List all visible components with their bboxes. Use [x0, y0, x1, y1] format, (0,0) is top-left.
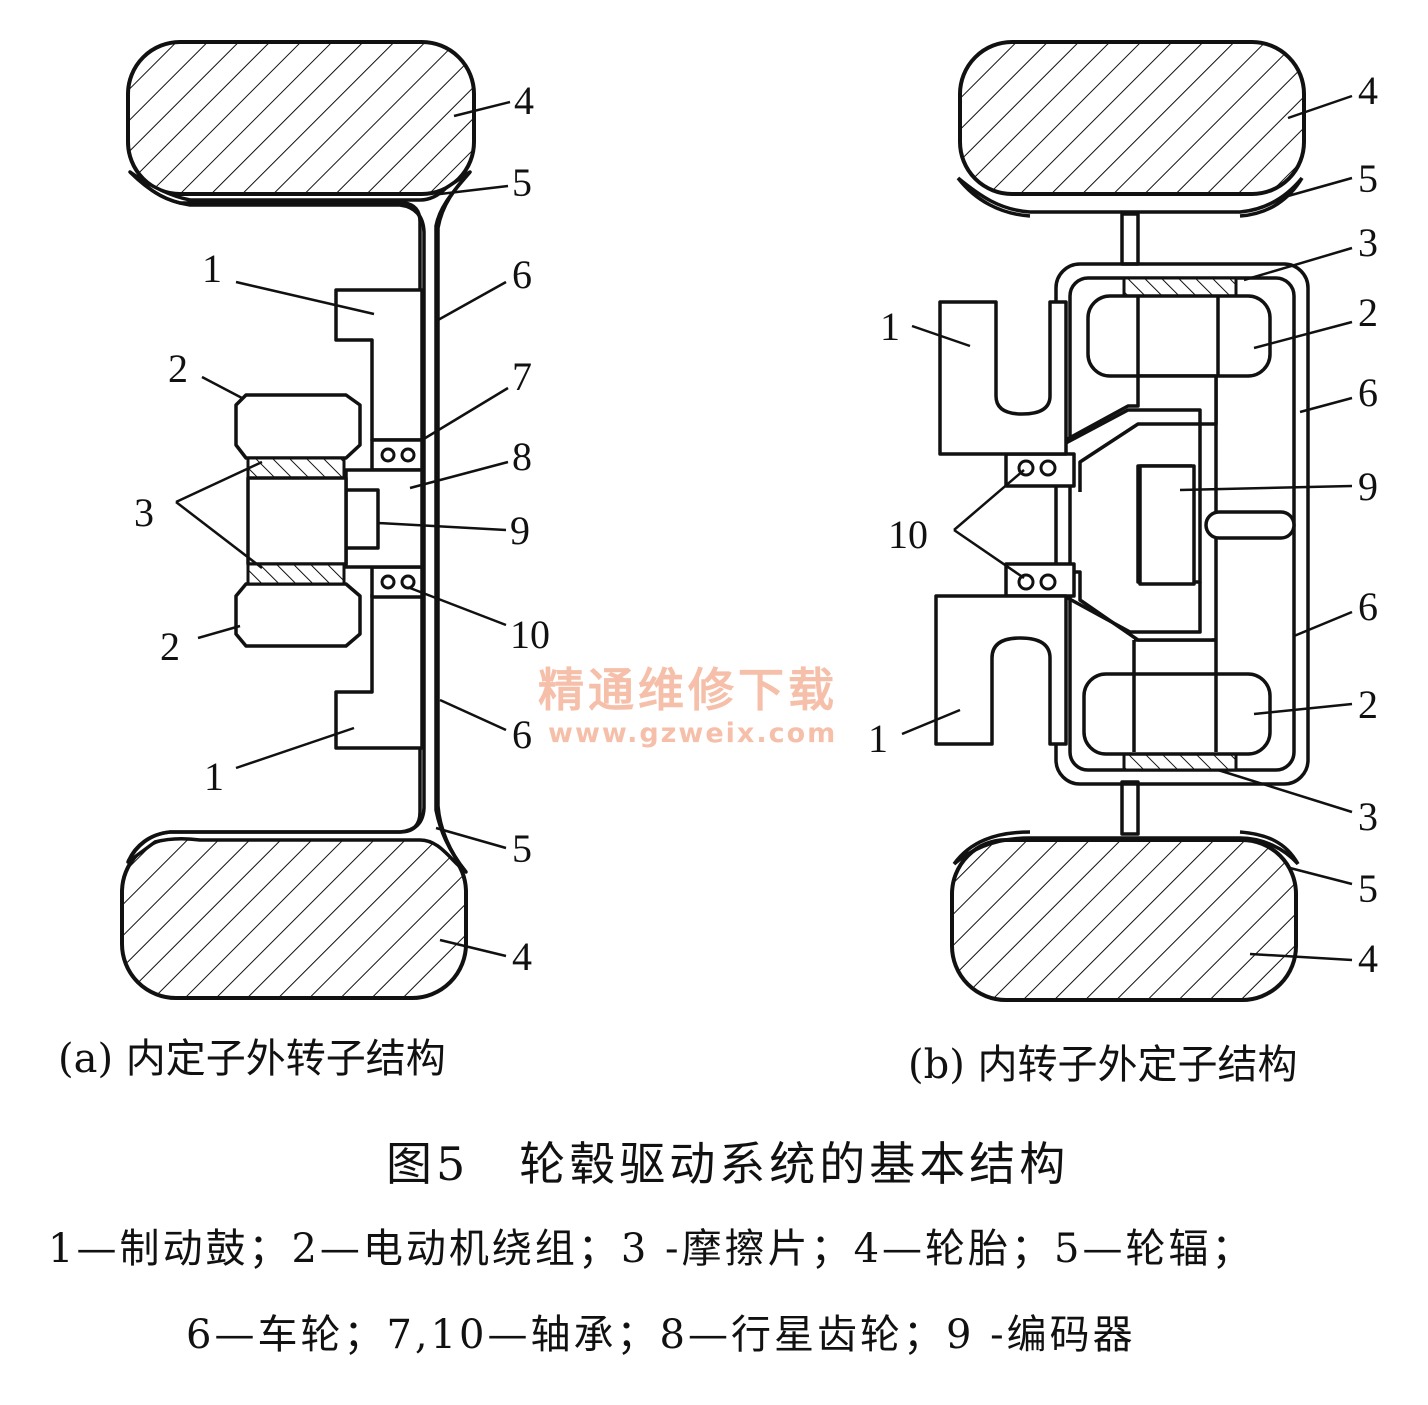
rim-b-bottom	[952, 830, 1300, 866]
callout-a-10: 10	[510, 612, 550, 657]
bearing-7-ball-2	[400, 447, 416, 463]
callout-a-3: 3	[134, 490, 154, 535]
rotor-body-b	[1062, 408, 1202, 584]
brake-drum-b-bottom	[934, 594, 1068, 746]
rim-b-top	[956, 176, 1304, 218]
callout-b-5-top: 5	[1358, 156, 1378, 201]
callout-a-2-top: 2	[168, 346, 188, 391]
brake-drum-b-top	[938, 300, 1068, 456]
callout-a-1-top: 1	[202, 246, 222, 291]
caption-a: (a) 内定子外转子结构	[58, 1036, 446, 1082]
bearing-7-ball-1	[380, 447, 396, 463]
callout-b-6-top: 6	[1358, 370, 1378, 415]
friction-plate-a-bottom	[246, 562, 346, 586]
bearing-10-ball-2	[400, 574, 416, 590]
callout-b-9: 9	[1358, 464, 1378, 509]
caption-b: (b) 内转子外定子结构	[908, 1042, 1298, 1088]
spoke-b-top	[1120, 212, 1140, 266]
callout-b-1-bottom: 1	[868, 716, 888, 761]
callout-b-5-bottom: 5	[1358, 866, 1378, 911]
callout-a-1-bottom: 1	[204, 754, 224, 799]
rim-a-outer	[436, 170, 472, 874]
legend-line-1: 1—制动鼓；2—电动机绕组；3 -摩擦片；4—轮胎；5—轮辐；	[48, 1226, 1254, 1272]
encoder-9	[344, 488, 380, 550]
tire-b-bottom	[950, 838, 1298, 1002]
figure-title: 图5 轮毂驱动系统的基本结构	[386, 1137, 1069, 1191]
callout-a-9: 9	[510, 508, 530, 553]
bearing-10-ball-1	[380, 574, 396, 590]
watermark-url: www.gzweix.com	[548, 718, 837, 749]
callout-b-4-bottom: 4	[1358, 936, 1378, 981]
encoder-b-link	[1204, 510, 1296, 540]
callout-a-2-bottom: 2	[160, 624, 180, 669]
motor-winding-b-top	[1086, 294, 1272, 378]
callout-a-6-bottom: 6	[512, 712, 532, 757]
motor-winding-a-bottom	[234, 582, 362, 648]
callout-b-2-top: 2	[1358, 290, 1378, 335]
callout-a-8: 8	[512, 434, 532, 479]
callout-b-6-bottom: 6	[1358, 584, 1378, 629]
stator-hub-a	[246, 476, 348, 566]
callout-b-3-top: 3	[1358, 220, 1378, 265]
motor-winding-b-bottom	[1082, 672, 1272, 756]
callout-a-5-top: 5	[512, 160, 532, 205]
spoke-b-bottom	[1120, 780, 1140, 836]
callout-a-7: 7	[512, 354, 532, 399]
legend-line-2: 6—车轮；7,10—轴承；8—行星齿轮；9 -编码器	[186, 1312, 1136, 1358]
wheel-housing-b-outer	[1054, 262, 1310, 786]
friction-plate-a-top	[246, 456, 346, 480]
tire-a-bottom	[120, 836, 468, 1000]
callout-b-1-top: 1	[880, 304, 900, 349]
tire-a-top	[126, 40, 476, 196]
encoder-b-9	[1138, 464, 1196, 586]
callout-b-3-bottom: 3	[1358, 794, 1378, 839]
diagram-b: 4 5 3 2 1 6 9 10 6 2 1 3 5 4 (b) 内转子外定子结…	[868, 40, 1378, 1088]
callout-b-2-bottom: 2	[1358, 682, 1378, 727]
bearing-10	[370, 565, 424, 599]
callout-b-4-top: 4	[1358, 68, 1378, 113]
watermark-title: 精通维修下载	[538, 663, 838, 717]
callout-b-10: 10	[888, 512, 928, 557]
leaders-a	[175, 100, 511, 958]
friction-plate-b-top	[1122, 276, 1238, 298]
tire-b-top	[958, 40, 1306, 196]
callout-a-4-bottom: 4	[512, 934, 532, 979]
diagram-a: 4 5 1 6 2 7 8 3 9 10 2 6 1 5 4 (a) 内定子外转…	[58, 40, 550, 1082]
callout-a-5-bottom: 5	[512, 826, 532, 871]
motor-winding-a-top	[234, 393, 362, 460]
callout-a-6-top: 6	[512, 252, 532, 297]
leaders-b	[901, 94, 1353, 962]
callout-a-4-top: 4	[514, 78, 534, 123]
rim-a	[126, 170, 426, 863]
